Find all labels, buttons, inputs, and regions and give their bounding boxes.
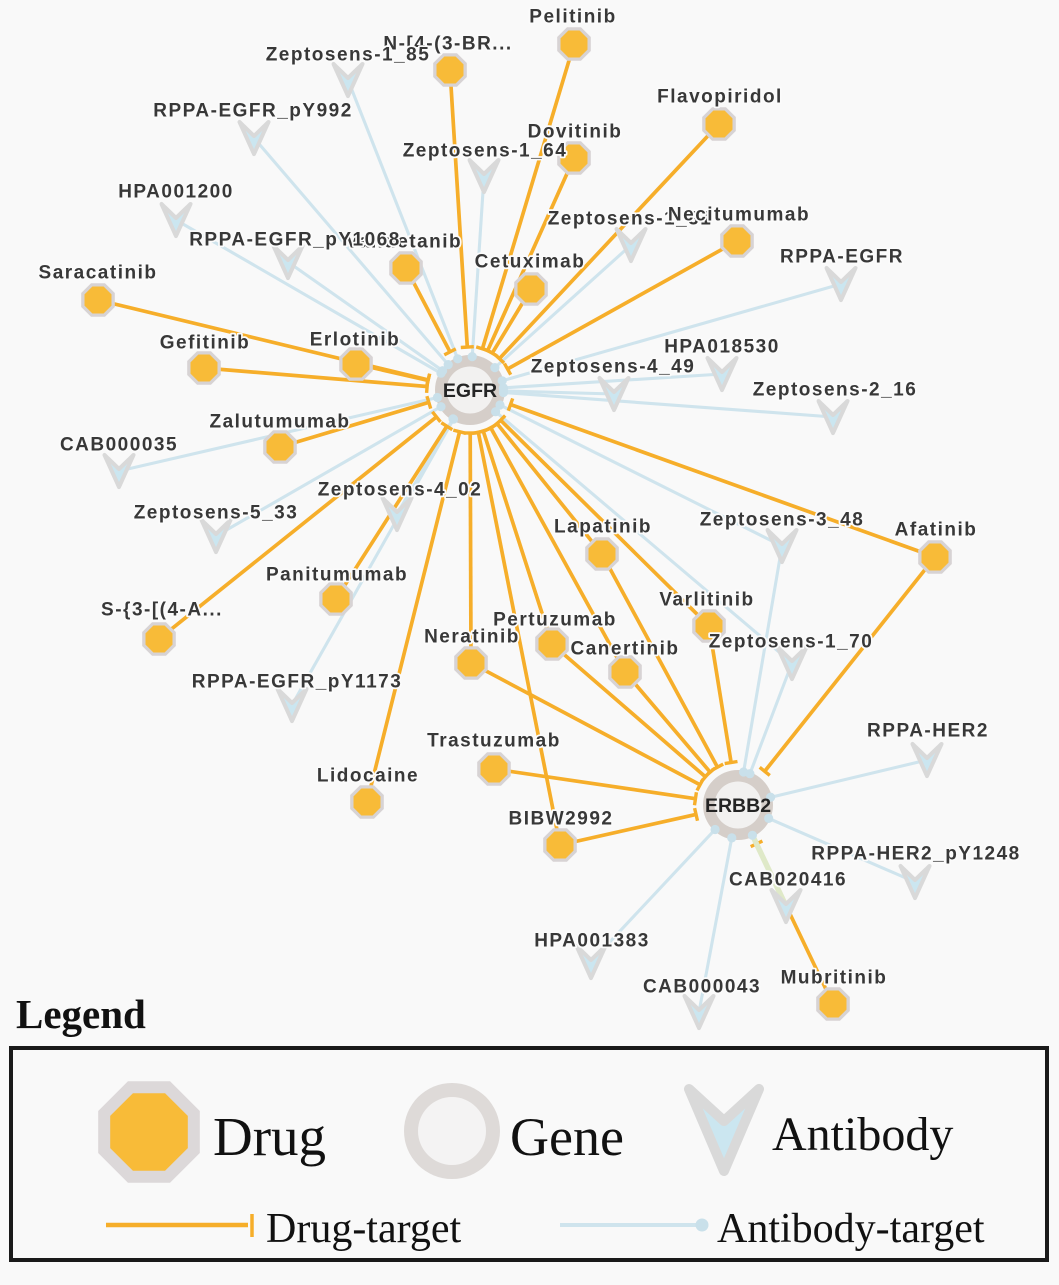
svg-text:Lapatinib: Lapatinib [554, 517, 652, 538]
svg-text:Afatinib: Afatinib [895, 520, 978, 541]
svg-text:Panitumumab: Panitumumab [266, 565, 408, 586]
svg-text:RPPA-EGFR_pY1068: RPPA-EGFR_pY1068 [189, 230, 401, 251]
svg-text:S-{3-[(4-A...: S-{3-[(4-A... [101, 600, 223, 621]
svg-text:Drug: Drug [213, 1106, 326, 1167]
svg-text:Gene: Gene [510, 1107, 624, 1167]
svg-text:HPA001383: HPA001383 [534, 931, 650, 952]
svg-text:Vandetanib: Vandetanib [346, 232, 462, 253]
svg-text:Saracatinib: Saracatinib [39, 263, 158, 284]
svg-text:Mubritinib: Mubritinib [781, 968, 888, 989]
svg-text:RPPA-HER2_pY1248: RPPA-HER2_pY1248 [811, 844, 1021, 865]
svg-text:Zeptosens-1_31: Zeptosens-1_31 [548, 209, 713, 230]
svg-text:Zeptosens-5_33: Zeptosens-5_33 [134, 503, 299, 524]
svg-text:Cetuximab: Cetuximab [475, 252, 586, 273]
svg-text:Pelitinib: Pelitinib [529, 7, 616, 28]
svg-text:Gefitinib: Gefitinib [160, 333, 251, 354]
svg-text:Zeptosens-3_48: Zeptosens-3_48 [700, 510, 865, 531]
svg-text:Pertuzumab: Pertuzumab [493, 610, 617, 631]
svg-text:RPPA-EGFR: RPPA-EGFR [780, 247, 904, 268]
svg-text:Zeptosens-4_49: Zeptosens-4_49 [531, 357, 696, 378]
svg-text:Zeptosens-1_70: Zeptosens-1_70 [709, 632, 874, 653]
svg-text:Trastuzumab: Trastuzumab [427, 731, 561, 752]
svg-text:Lidocaine: Lidocaine [317, 766, 419, 787]
svg-text:RPPA-HER2: RPPA-HER2 [867, 721, 989, 742]
svg-text:Antibody-target: Antibody-target [717, 1206, 985, 1252]
svg-text:BIBW2992: BIBW2992 [509, 809, 614, 830]
svg-text:CAB020416: CAB020416 [729, 870, 847, 891]
svg-text:Zeptosens-2_16: Zeptosens-2_16 [753, 380, 918, 401]
svg-text:Flavopiridol: Flavopiridol [657, 87, 783, 108]
svg-text:Neratinib: Neratinib [424, 627, 520, 648]
svg-text:Antibody: Antibody [772, 1108, 953, 1161]
svg-text:HPA001200: HPA001200 [118, 182, 234, 203]
svg-text:Dovitinib: Dovitinib [528, 122, 623, 143]
svg-text:RPPA-EGFR_pY992: RPPA-EGFR_pY992 [153, 101, 353, 122]
svg-text:Zalutumumab: Zalutumumab [209, 412, 350, 433]
svg-text:ERBB2: ERBB2 [705, 795, 771, 817]
svg-text:N-[4-(3-BR...: N-[4-(3-BR... [383, 34, 512, 55]
svg-text:Necitumumab: Necitumumab [668, 205, 810, 226]
svg-text:Zeptosens-1_64: Zeptosens-1_64 [403, 141, 568, 162]
svg-text:HPA018530: HPA018530 [664, 337, 780, 358]
svg-text:Legend: Legend [16, 991, 146, 1037]
svg-text:Erlotinib: Erlotinib [310, 330, 401, 351]
svg-text:Drug-target: Drug-target [266, 1206, 461, 1252]
svg-text:Varlitinib: Varlitinib [659, 590, 754, 611]
svg-text:Zeptosens-1_85: Zeptosens-1_85 [266, 45, 431, 66]
svg-text:RPPA-EGFR_pY1173: RPPA-EGFR_pY1173 [192, 672, 403, 693]
svg-text:Zeptosens-4_02: Zeptosens-4_02 [318, 480, 483, 501]
svg-text:Canertinib: Canertinib [571, 639, 680, 660]
svg-text:CAB000043: CAB000043 [643, 977, 761, 998]
svg-text:CAB000035: CAB000035 [60, 435, 178, 456]
svg-text:EGFR: EGFR [443, 380, 497, 402]
